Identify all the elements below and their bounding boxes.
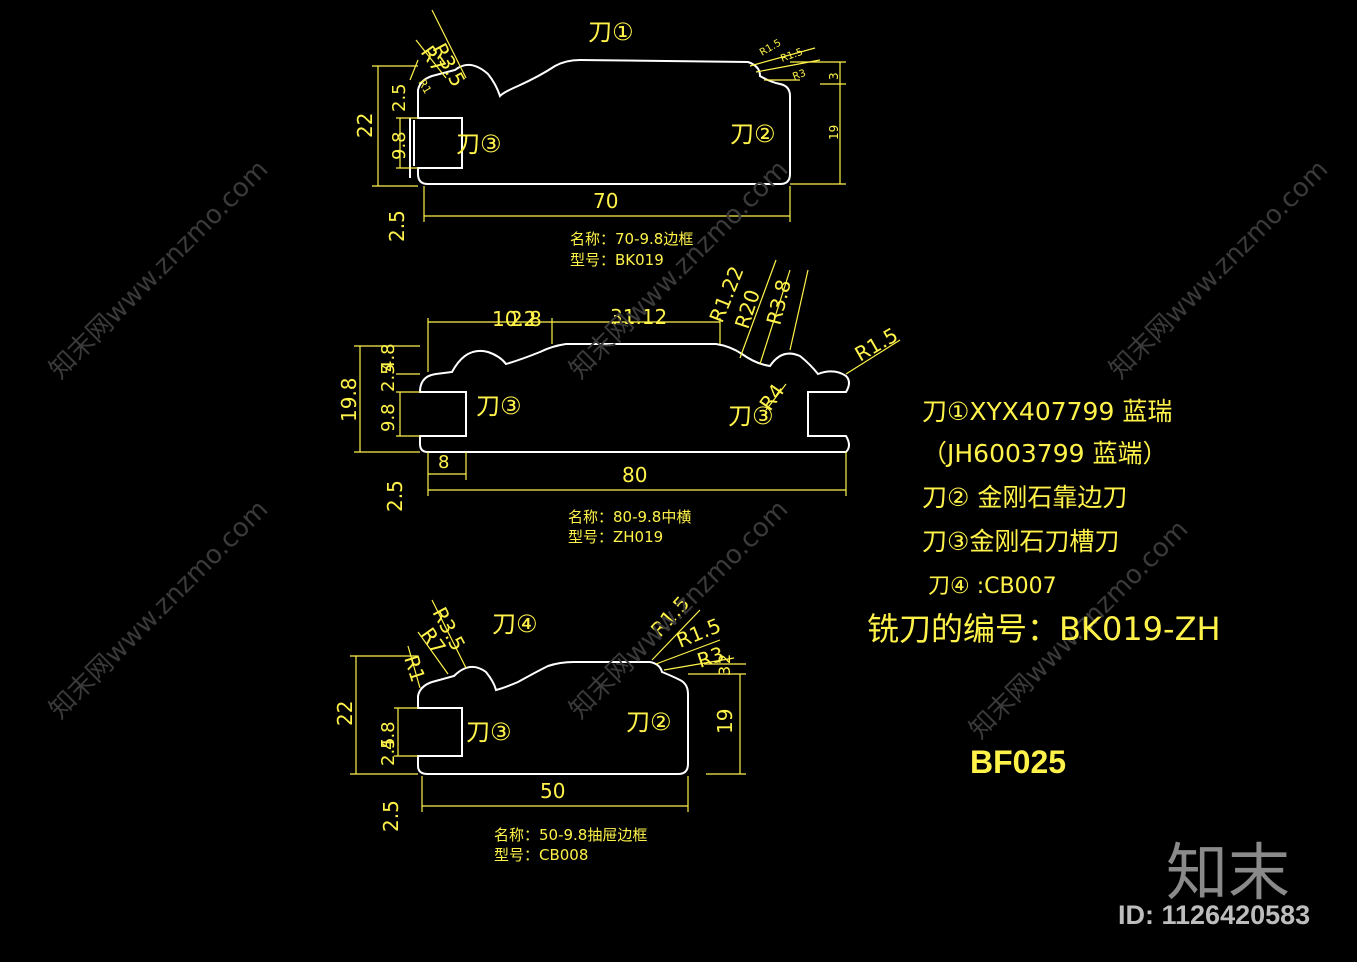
- dim-offset-bottom: 2.5: [383, 480, 407, 512]
- watermark-site-1: 知末网www.znzmo.com: [44, 154, 275, 385]
- knife-2-label: 刀②: [730, 120, 776, 148]
- dim-left-top: 4.8: [378, 343, 399, 372]
- watermark-brand: 知末: [1166, 836, 1291, 909]
- dim-right-side: 19: [827, 125, 841, 140]
- radius-r1-5: R1.5: [851, 323, 903, 367]
- legend-knife-4: 刀④ :CB007: [928, 574, 1057, 599]
- dim-groove-depth: 8: [438, 452, 449, 473]
- profile-model: 型号：ZH019: [568, 528, 663, 546]
- watermark-site-4: 知末网www.znzmo.com: [44, 494, 275, 725]
- watermark-site-3: 知末网www.znzmo.com: [1104, 154, 1335, 385]
- dim-right-top: 3: [715, 666, 734, 676]
- dim-offset: 2.5: [378, 737, 399, 766]
- profile-70-frame: 刀① 刀③ 刀② 70 22 9.8 2.5 2.5 3 19 R3.5 R7 …: [353, 9, 846, 269]
- cutter-code: 铣刀的编号：BK019-ZH: [867, 610, 1221, 648]
- dim-offset-bottom: 2.5: [379, 800, 403, 832]
- dim-height: 19.8: [337, 377, 361, 422]
- knife-3-label: 刀③: [466, 718, 512, 746]
- radius-r3: R3: [791, 68, 807, 83]
- dim-width: 50: [540, 779, 565, 803]
- dim-right-small: 2: [715, 654, 734, 664]
- profile-80-crossbar: 刀③ 刀③ 10.2 2.8 31.12 80 8 19.8 9.8 4.8 2…: [337, 259, 903, 546]
- dim-right-top: 3: [827, 72, 841, 80]
- dim-width: 80: [622, 463, 647, 487]
- dim-right-side: 19: [713, 709, 737, 734]
- watermark-image-id: ID: 1126420583: [1118, 900, 1311, 930]
- profile-80-outline: [418, 343, 850, 453]
- dim-top-c: 31.12: [610, 305, 667, 329]
- dim-height: 22: [353, 113, 377, 138]
- profile-50-dimension-lines: [350, 599, 746, 812]
- profile-name: 名称：50-9.8抽屉边框: [494, 826, 647, 844]
- profile-80-dimension-lines: [354, 259, 901, 496]
- dim-groove: 9.8: [378, 403, 399, 432]
- profile-70-dimension-lines: [372, 9, 846, 222]
- drawing-id: BF025: [970, 744, 1067, 780]
- dim-top-a: 10.2: [492, 307, 537, 331]
- dim-offset: 2.5: [389, 83, 410, 112]
- knife-3-label-left: 刀③: [476, 392, 522, 420]
- knife-2-label: 刀②: [626, 708, 672, 736]
- radius-r1: R1: [415, 77, 434, 96]
- dim-left-mid: 2.5: [378, 363, 399, 392]
- knife-1-label: 刀①: [588, 18, 634, 46]
- profile-50-drawer: 刀④ 刀③ 刀② 50 22 4.8 2.5 2.5 19 3 2 R3.5 R…: [333, 591, 746, 864]
- dim-width: 70: [593, 189, 618, 213]
- profile-50-outline: [417, 661, 689, 775]
- knife-4-label: 刀④: [492, 610, 538, 638]
- dim-groove: 9.8: [389, 131, 410, 160]
- legend-knife-2: 刀② 金刚石靠边刀: [922, 483, 1128, 512]
- legend-knife-3: 刀③金刚石刀槽刀: [922, 527, 1120, 556]
- dim-groove: 4.8: [378, 721, 399, 750]
- profile-model: 型号：BK019: [570, 251, 664, 269]
- legend-knife-1: 刀①XYX407799 蓝瑞: [922, 397, 1173, 426]
- profile-name: 名称：80-9.8中横: [568, 508, 691, 526]
- profile-70-outline: [417, 58, 791, 185]
- profile-name: 名称：70-9.8边框: [570, 230, 693, 248]
- knife-3-label-right: 刀③: [728, 402, 774, 430]
- radius-r1: R1: [399, 652, 430, 685]
- dim-top-b: 2.8: [510, 307, 542, 331]
- profile-model: 型号：CB008: [494, 846, 588, 864]
- knife-3-label: 刀③: [456, 130, 502, 158]
- legend-knife-1-alt: （JH6003799 蓝端）: [922, 439, 1168, 468]
- dim-offset-bottom: 2.5: [385, 210, 409, 242]
- dim-height: 22: [333, 701, 357, 726]
